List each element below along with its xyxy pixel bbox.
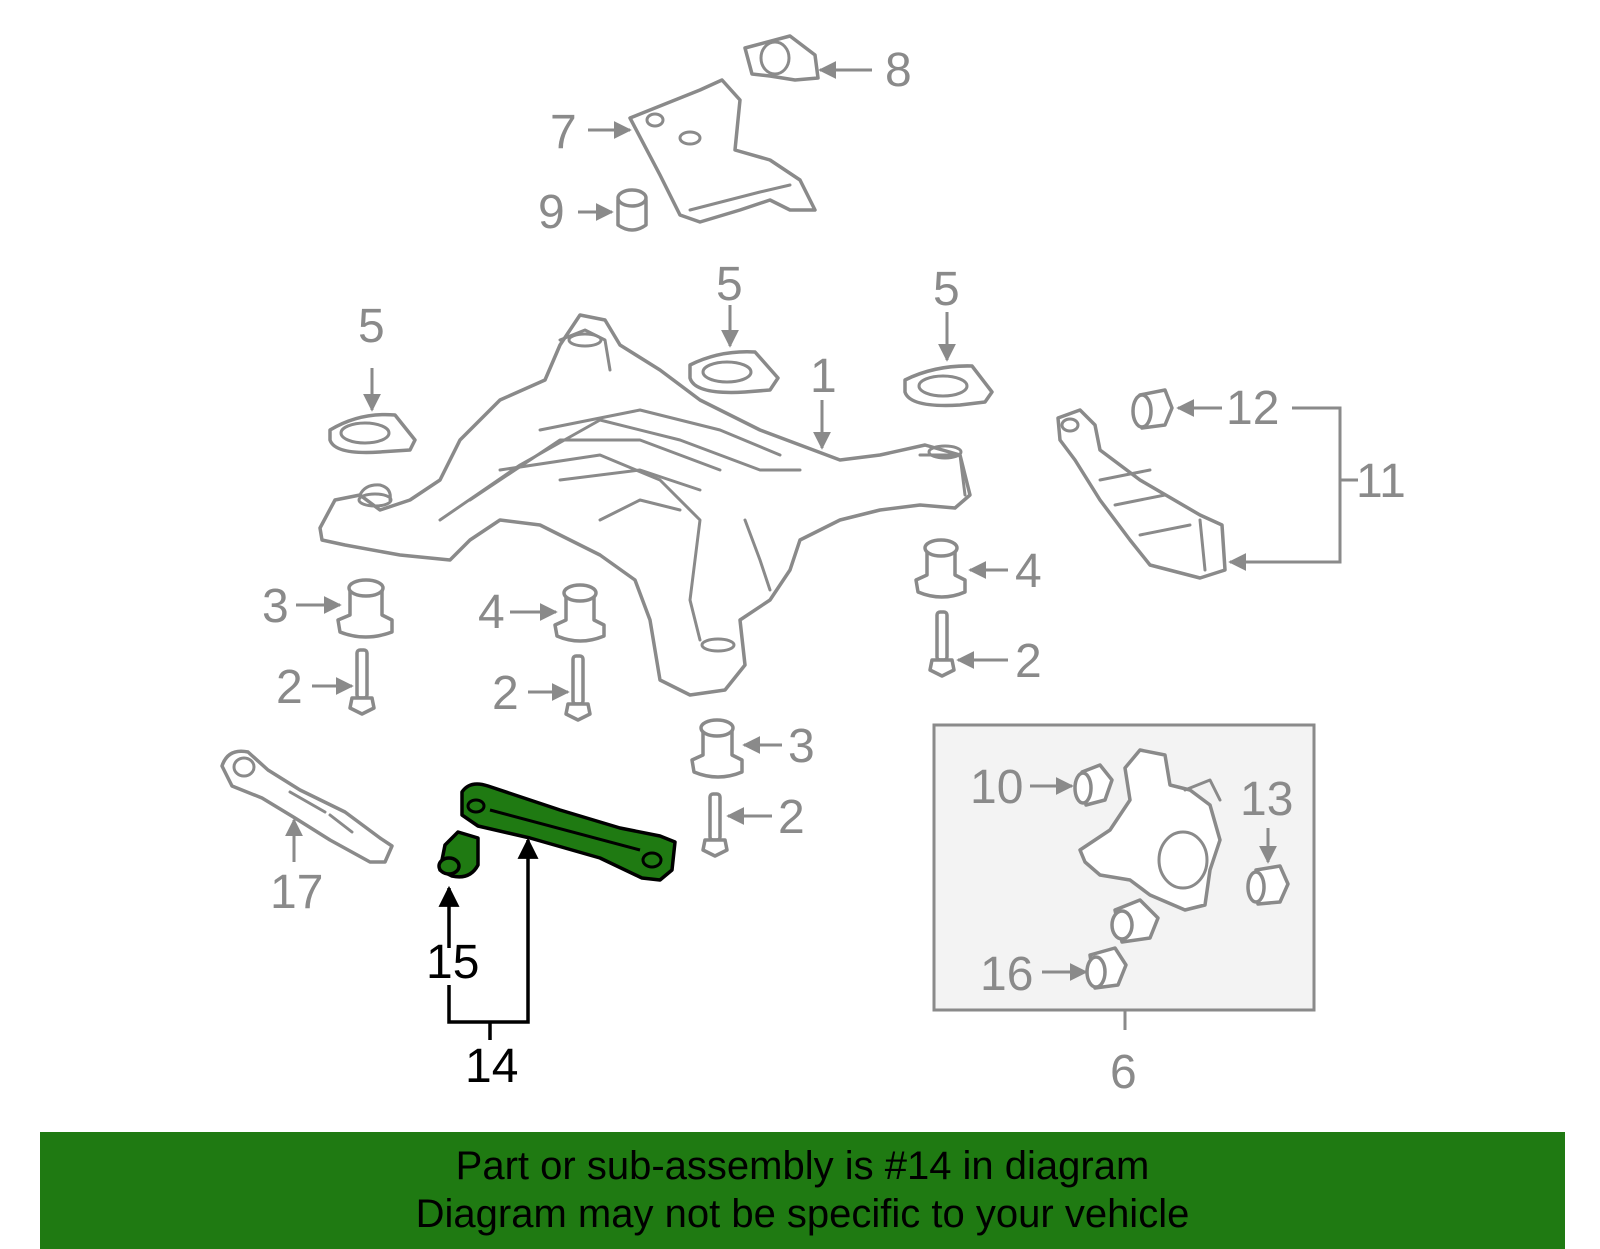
callout-5-right: 5	[933, 263, 960, 316]
banner-line-2: Diagram may not be specific to your vehi…	[415, 1192, 1190, 1236]
callout-7: 7	[550, 106, 577, 159]
part-1-subframe	[318, 313, 972, 697]
callout-11: 11	[1356, 455, 1406, 508]
callout-4-left: 4	[478, 586, 505, 639]
info-banner: Part or sub-assembly is #14 in diagram D…	[40, 1132, 1565, 1249]
bracket-11	[1228, 406, 1342, 571]
part-knuckle-bushing-lower	[1110, 898, 1160, 944]
part-3-bushing-right	[690, 718, 744, 779]
callout-13: 13	[1240, 773, 1293, 826]
part-5-plate-right	[903, 364, 994, 408]
callout-5-mid: 5	[716, 258, 743, 311]
part-15-bushing-highlighted	[437, 830, 480, 879]
banner-line-1: Part or sub-assembly is #14 in diagram	[455, 1144, 1150, 1188]
part-14-lateral-link-highlighted	[460, 782, 677, 882]
part-12-bushing	[1131, 388, 1174, 430]
callout-15: 15	[426, 936, 479, 989]
part-2-bolt-c	[928, 610, 956, 678]
callout-2-b: 2	[492, 667, 519, 720]
part-7-bracket	[628, 78, 817, 224]
part-13-bushing	[1246, 864, 1290, 906]
part-2-bolt-a	[348, 648, 376, 716]
part-3-bushing-left	[336, 578, 394, 639]
part-2-bolt-b	[564, 654, 592, 722]
callout-17: 17	[270, 866, 323, 919]
part-4-bushing-left	[553, 583, 606, 643]
part-10-bushing	[1073, 763, 1114, 807]
callout-8: 8	[885, 44, 912, 97]
callout-16: 16	[980, 948, 1033, 1001]
part-5-plate-left	[328, 412, 417, 455]
callout-10: 10	[970, 761, 1023, 814]
callout-2-a: 2	[276, 661, 303, 714]
callout-1: 1	[810, 350, 837, 403]
callout-9: 9	[538, 186, 565, 239]
callout-3-left: 3	[262, 580, 289, 633]
callout-14: 14	[465, 1040, 518, 1093]
part-2-bolt-d	[701, 792, 729, 858]
callout-5-left: 5	[358, 300, 385, 353]
part-11-trailing-arm	[1056, 408, 1227, 580]
callout-12: 12	[1226, 382, 1279, 435]
part-16-bushing	[1085, 946, 1128, 990]
callout-3-right: 3	[788, 720, 815, 773]
callout-2-c: 2	[1015, 635, 1042, 688]
part-5-plate-mid	[688, 350, 780, 395]
part-17-link	[220, 749, 394, 864]
callout-4-right: 4	[1015, 545, 1042, 598]
part-8-bushing-bracket	[743, 34, 820, 82]
part-4-bushing-right	[914, 538, 967, 599]
part-6-knuckle	[1078, 748, 1222, 912]
part-9-bushing	[616, 188, 648, 232]
callout-2-d: 2	[778, 791, 805, 844]
callout-6: 6	[1110, 1046, 1137, 1099]
